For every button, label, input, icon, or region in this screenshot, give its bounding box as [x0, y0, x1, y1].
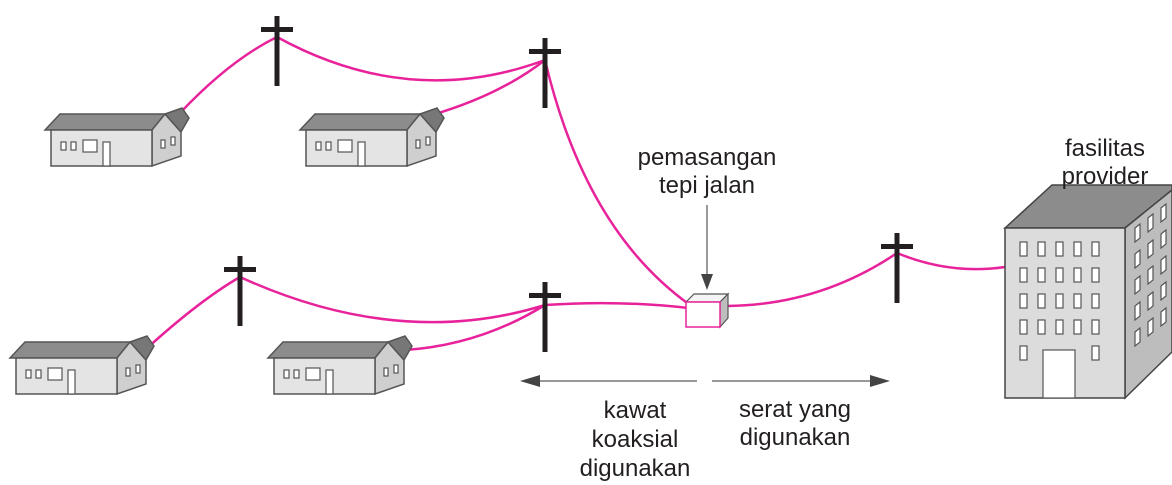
utility-pole-icon: [224, 256, 256, 326]
coax-label-line2: koaksial: [591, 426, 679, 453]
coax-label-line1: kawat: [603, 397, 667, 424]
fiber-cables: [726, 251, 1006, 308]
cable-pole4-cabinet: [544, 301, 689, 310]
coax-range-arrow: [520, 375, 697, 387]
coax-cables: [144, 35, 691, 352]
house-icon: [9, 335, 155, 395]
coax-used-label: kawat koaksial digunakan: [565, 396, 705, 483]
cable-house3-pole3: [144, 275, 241, 351]
cable-house2-pole2: [431, 59, 546, 117]
house-icon: [267, 335, 413, 395]
provider-label-line1: fasilitas: [1064, 135, 1146, 162]
house-icon: [299, 107, 445, 167]
fiber-label-line1: serat yang: [738, 396, 852, 423]
cable-house1-pole1: [179, 35, 278, 114]
cable-pole3-pole4: [239, 275, 546, 324]
cable-pole5-building: [896, 251, 1006, 271]
provider-facility-label: fasilitas provider: [1040, 135, 1170, 191]
cable-pole1-pole2: [276, 35, 546, 82]
curbside-cabinet-icon: [684, 292, 730, 329]
utility-pole-icon: [261, 16, 293, 86]
fiber-range-arrow: [712, 375, 890, 387]
utility-pole-icon: [529, 282, 561, 352]
cable-cabinet-pole5: [726, 251, 898, 308]
fiber-used-label: serat yang digunakan: [720, 396, 870, 452]
cable-house4-pole4: [404, 303, 546, 352]
cabinet-label-line2: tepi jalan: [658, 172, 756, 199]
utility-pole-icon: [881, 233, 913, 303]
fiber-label-line2: digunakan: [739, 424, 851, 451]
cabinet-pointer-arrow: [701, 205, 713, 290]
curbside-install-label: pemasangan tepi jalan: [632, 144, 782, 200]
cable-pole2-cabinet: [543, 59, 691, 307]
cabinet-label-line1: pemasangan: [637, 144, 777, 171]
office-building-icon: [1003, 184, 1172, 400]
house-icon: [44, 107, 190, 167]
provider-label-line2: provider: [1061, 163, 1149, 190]
coax-label-line3: digunakan: [579, 455, 691, 482]
